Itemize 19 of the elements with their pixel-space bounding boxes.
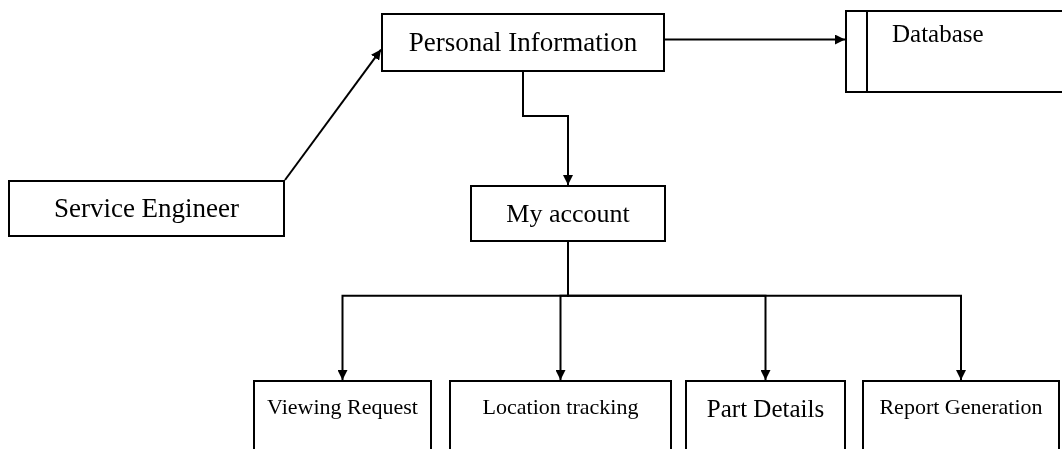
box-label: Part Details [706, 394, 825, 424]
box-label: My account [506, 198, 630, 229]
process-box [685, 380, 846, 449]
box-label: Service Engineer [53, 193, 240, 224]
arrow [664, 34, 846, 45]
box-label: Personal Information [408, 27, 638, 58]
data-store-box [845, 10, 1062, 93]
arrow [284, 48, 382, 181]
arrow [522, 71, 573, 186]
box-label: Viewing Request [267, 393, 418, 421]
box-label: Database [892, 20, 984, 48]
process-box [470, 185, 666, 242]
process-box [449, 380, 672, 449]
box-label: Report Generation [879, 393, 1043, 421]
process-box [862, 380, 1060, 449]
process-box [253, 380, 432, 449]
process-box [8, 180, 285, 237]
box-label: Location tracking [482, 393, 639, 421]
process-box [381, 13, 665, 72]
